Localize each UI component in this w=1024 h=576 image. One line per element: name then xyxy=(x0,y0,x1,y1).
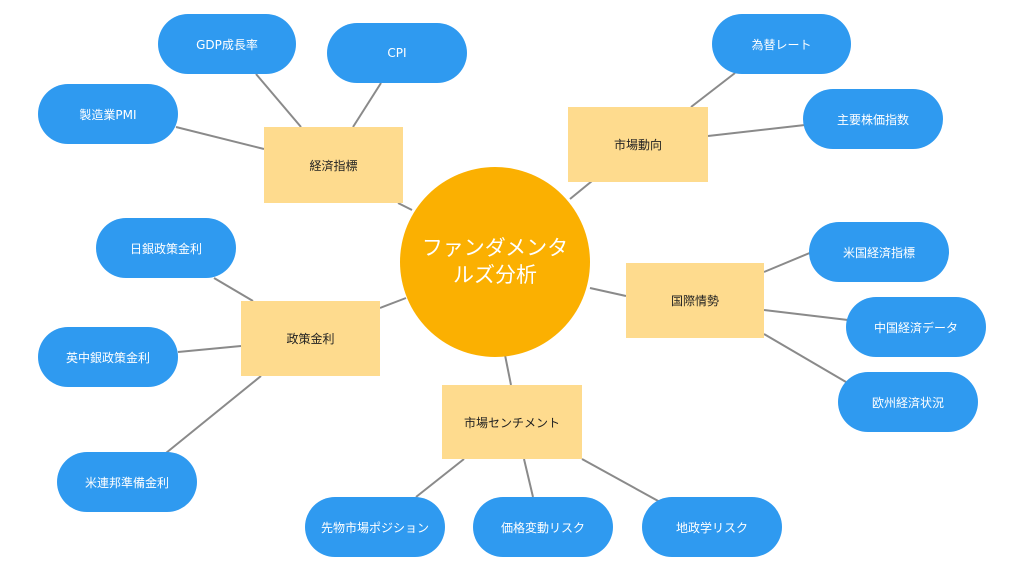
link-intl-us xyxy=(763,251,813,273)
link-policy-boj xyxy=(213,277,254,302)
leaf-gdp-growth: GDP成長率 xyxy=(158,14,296,74)
category-international: 国際情勢 xyxy=(626,263,764,338)
link-center-international xyxy=(589,287,627,297)
category-market-trends: 市場動向 xyxy=(568,107,708,182)
link-sentiment-price xyxy=(523,458,534,498)
link-intl-eu xyxy=(763,333,847,383)
leaf-price-risk: 価格変動リスク xyxy=(473,497,613,557)
leaf-fed-rate: 米連邦準備金利 xyxy=(57,452,197,512)
leaf-china-data: 中国経済データ xyxy=(846,297,986,357)
leaf-eu-economy: 欧州経済状況 xyxy=(838,372,978,432)
link-market-stock xyxy=(707,124,806,137)
leaf-manufacturing-pmi: 製造業PMI xyxy=(38,84,178,144)
link-economic-cpi xyxy=(352,82,382,128)
link-policy-boe xyxy=(177,345,242,353)
leaf-exchange-rate: 為替レート xyxy=(712,14,851,74)
link-center-policy xyxy=(379,297,407,309)
leaf-boe-rate: 英中銀政策金利 xyxy=(38,327,178,387)
link-sentiment-geo xyxy=(581,458,661,503)
central-topic: ファンダメンタルズ分析 xyxy=(400,167,590,357)
category-policy-rate: 政策金利 xyxy=(241,301,380,376)
leaf-geopolitical-risk: 地政学リスク xyxy=(642,497,782,557)
category-economic-indicators: 経済指標 xyxy=(264,127,403,203)
leaf-stock-index: 主要株価指数 xyxy=(803,89,943,149)
link-center-sentiment xyxy=(504,354,512,386)
link-center-economic xyxy=(397,202,413,211)
link-center-market xyxy=(569,180,593,200)
leaf-us-economic: 米国経済指標 xyxy=(809,222,949,282)
leaf-boj-rate: 日銀政策金利 xyxy=(96,218,236,278)
leaf-cpi: CPI xyxy=(327,23,467,83)
link-market-fx xyxy=(690,72,736,108)
link-intl-china xyxy=(763,309,849,321)
leaf-futures-position: 先物市場ポジション xyxy=(305,497,445,557)
link-policy-fed xyxy=(165,375,262,454)
link-sentiment-futures xyxy=(415,458,465,498)
link-economic-gdp xyxy=(255,73,302,128)
link-economic-pmi xyxy=(175,126,265,150)
category-market-sentiment: 市場センチメント xyxy=(442,385,582,459)
